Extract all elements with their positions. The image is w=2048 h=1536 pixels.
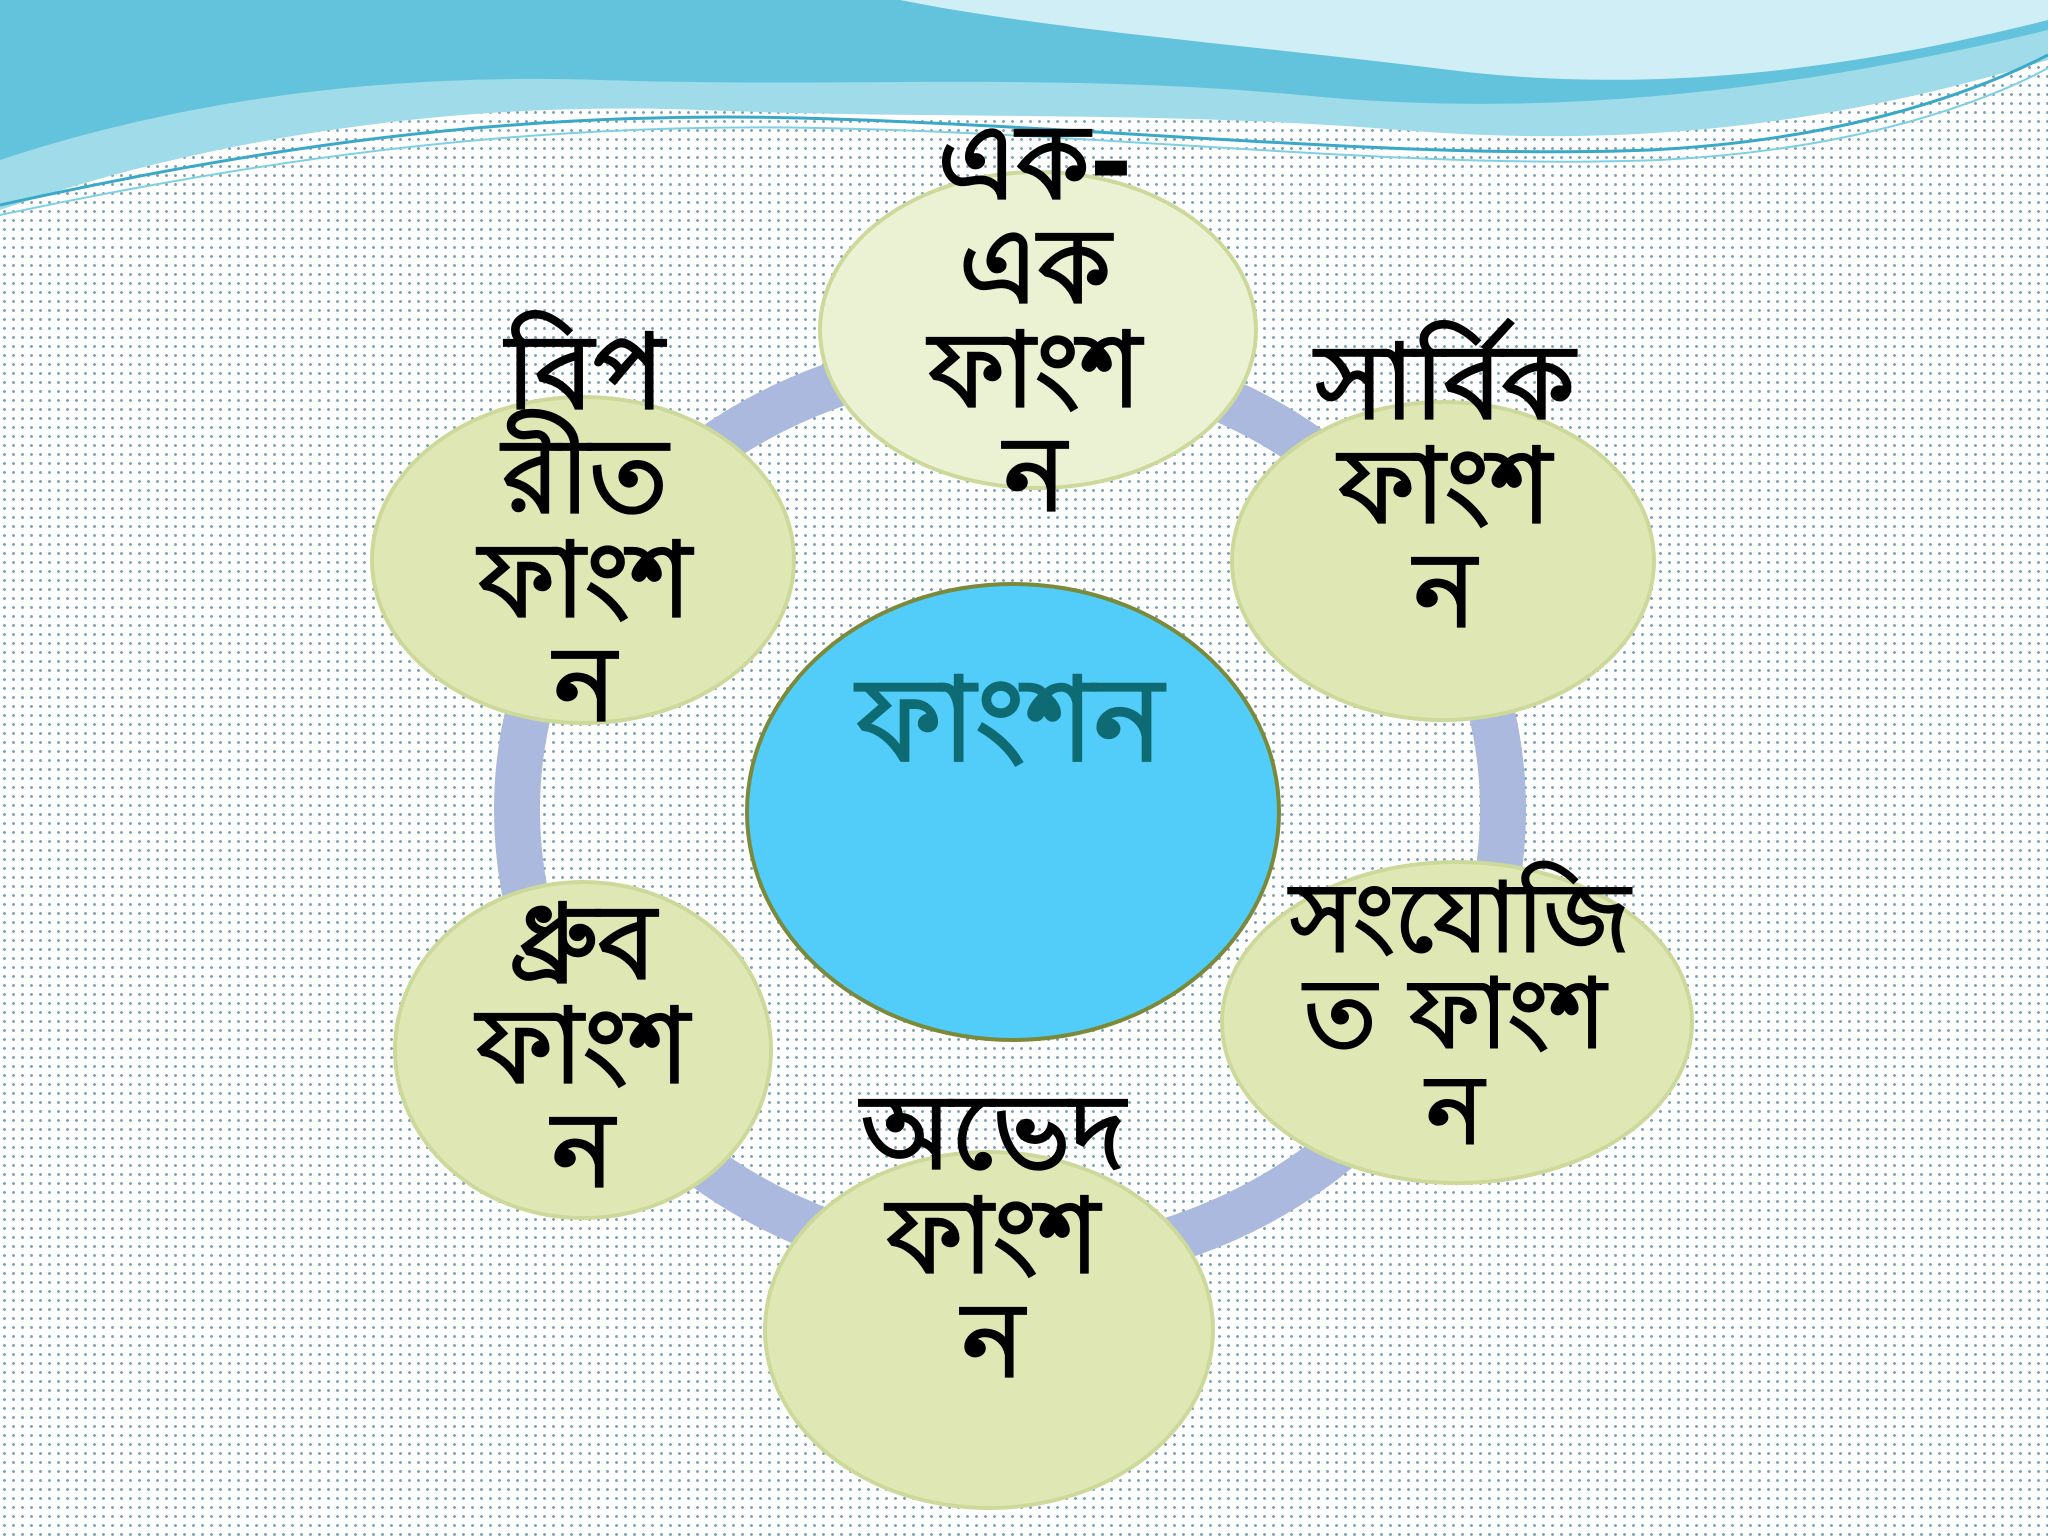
- node-label-inverse: বিপরীত ফাংশন: [478, 311, 692, 745]
- node-identity-function: [763, 1150, 1215, 1510]
- node-inverse-function: [370, 395, 796, 725]
- node-label-constant: ধ্রুব ফাংশন: [476, 881, 690, 1211]
- node-onto-function: [1230, 400, 1656, 722]
- header-wave-decoration: [0, 0, 2048, 216]
- node-label-identity: অভেদ ফাংশন: [861, 1071, 1125, 1401]
- center-label: ফাংশন: [856, 653, 1164, 788]
- center-node-function: [745, 582, 1281, 1042]
- node-composite-function: [1220, 860, 1694, 1185]
- node-one-to-one-function: [818, 170, 1258, 490]
- node-label-one-to-one: এক-এক ফাংশন: [928, 101, 1142, 535]
- node-label-onto: সার্বিক ফাংশন: [1315, 321, 1575, 651]
- node-label-composite: সংযোজিত ফাংশন: [1290, 862, 1630, 1166]
- node-constant-function: [393, 880, 773, 1220]
